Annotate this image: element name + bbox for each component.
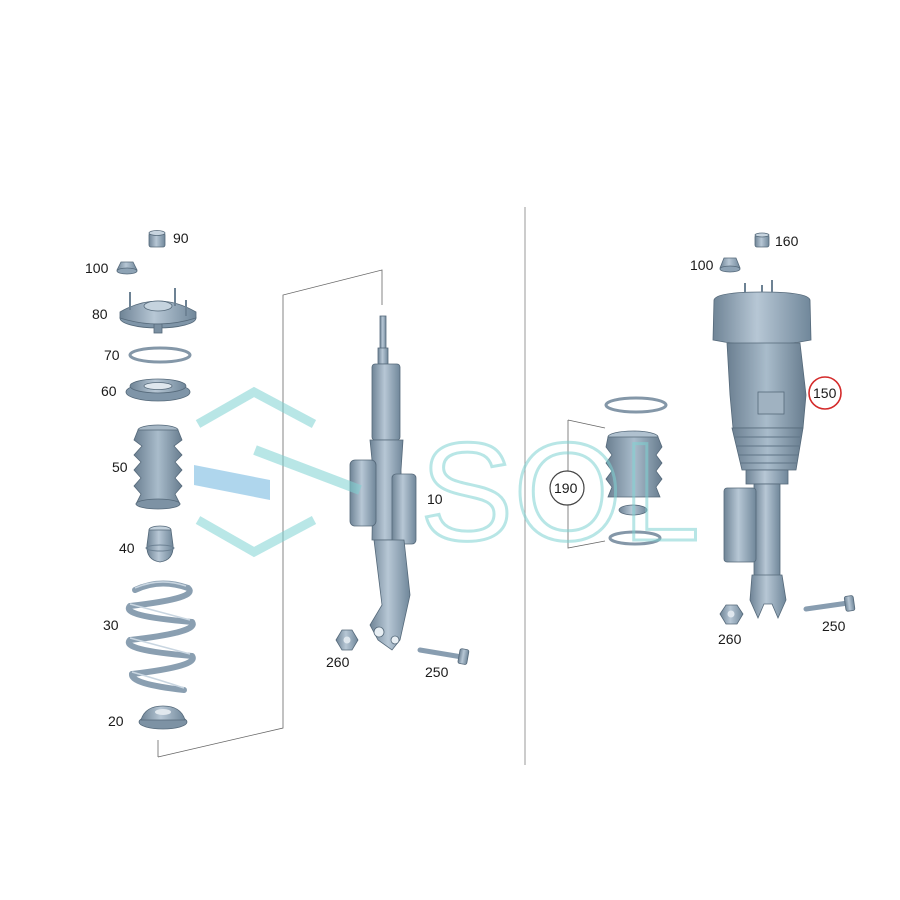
label-160: 160 — [775, 233, 799, 249]
part-250-bolt-right — [803, 595, 856, 612]
part-10-shock-absorber — [349, 315, 417, 651]
label-60: 60 — [101, 383, 117, 399]
part-260-nut-right — [719, 604, 744, 625]
part-70-washer — [128, 346, 192, 364]
label-260-right: 260 — [718, 631, 742, 647]
label-150: 150 — [813, 385, 837, 401]
label-80: 80 — [92, 306, 108, 322]
label-30: 30 — [103, 617, 119, 633]
part-60-spring-seat — [125, 378, 191, 402]
label-90: 90 — [173, 230, 189, 246]
highlight-circle-150 — [808, 376, 842, 410]
label-20: 20 — [108, 713, 124, 729]
callout-circle-190 — [549, 470, 585, 506]
part-30-coil-spring — [125, 580, 196, 693]
part-190-boot-kit — [567, 396, 668, 549]
group-bracket — [157, 269, 383, 758]
label-250-left: 250 — [425, 664, 449, 680]
part-20-lower-spring-pad — [138, 705, 188, 730]
label-100-right: 100 — [690, 257, 714, 273]
label-70: 70 — [104, 347, 120, 363]
part-90-nut — [148, 230, 166, 248]
watermark-text: SOL — [420, 413, 700, 570]
watermark-logo: SOL — [194, 386, 702, 572]
part-100-nut — [116, 261, 138, 275]
label-260-left: 260 — [326, 654, 350, 670]
label-190: 190 — [554, 480, 578, 496]
part-250-bolt-left — [417, 647, 470, 665]
label-250-right: 250 — [822, 618, 846, 634]
label-40: 40 — [119, 540, 135, 556]
part-150-air-strut — [712, 280, 812, 619]
label-100-left: 100 — [85, 260, 109, 276]
part-100-nut-right — [719, 257, 741, 273]
part-40-bump-stop — [145, 525, 175, 563]
label-50: 50 — [112, 459, 128, 475]
part-50-dust-boot — [133, 424, 183, 510]
part-260-nut-left — [335, 629, 359, 651]
part-80-strut-mount — [119, 288, 197, 334]
part-160-nut — [754, 232, 770, 248]
label-10: 10 — [427, 491, 443, 507]
